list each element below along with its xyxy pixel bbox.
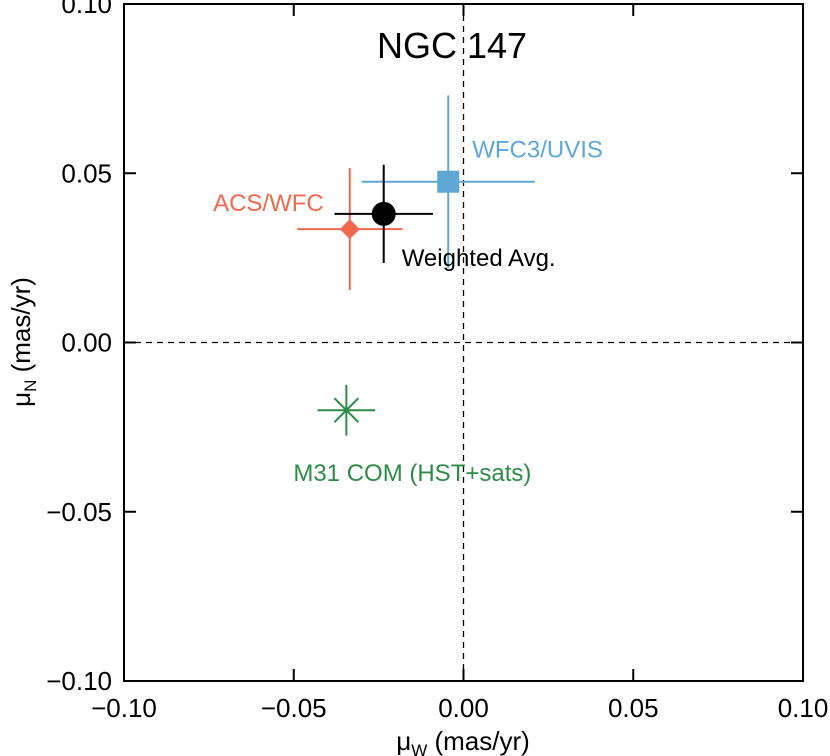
y-axis-label-sub: N — [21, 380, 40, 392]
x-axis-label-base: μ — [396, 726, 411, 756]
x-tick-label: 0.05 — [608, 693, 659, 723]
y-tick-label: 0.10 — [61, 0, 112, 19]
data-point-label: Weighted Avg. — [402, 245, 556, 272]
data-point-label: WFC3/UVIS — [472, 137, 603, 164]
data-point-label: M31 COM (HST+sats) — [293, 460, 531, 487]
y-tick-label: 0.00 — [61, 328, 112, 358]
x-tick-label: −0.10 — [91, 693, 157, 723]
y-axis-label-rest: (mas/yr) — [6, 277, 36, 380]
data-point-label: ACS/WFC — [213, 190, 324, 217]
x-axis-label-sub: W — [411, 741, 427, 756]
x-axis-label: μW (mas/yr) — [396, 726, 530, 756]
data-point: WFC3/UVIS — [361, 95, 603, 269]
y-axis-label-base: μ — [6, 392, 36, 407]
chart-title: NGC 147 — [377, 25, 527, 66]
data-point: M31 COM (HST+sats) — [293, 384, 531, 487]
diamond-marker — [339, 219, 360, 240]
data-point: Weighted Avg. — [334, 164, 556, 272]
y-tick-label: 0.05 — [61, 158, 112, 188]
x-axis-label-rest: (mas/yr) — [427, 726, 530, 756]
square-marker — [437, 170, 460, 193]
y-axis-label: μN (mas/yr) — [6, 277, 40, 407]
zero-lines — [124, 4, 803, 681]
y-tick-label: −0.10 — [46, 666, 112, 696]
y-tick-label: −0.05 — [46, 497, 112, 527]
data-point: ACS/WFC — [213, 168, 403, 291]
axis-ticks: −0.10 −0.05 0.00 0.05 0.10 −0.10 −0.05 0.00 0.05… — [46, 0, 828, 723]
x-tick-label: −0.05 — [261, 693, 327, 723]
data-marks: ACS/WFC WFC3/UVIS Weighted Avg. M31 COM (HS… — [213, 95, 603, 487]
x-tick-label: 0.10 — [778, 693, 829, 723]
asterisk-arm — [333, 397, 360, 423]
x-tick-label: 0.00 — [438, 693, 489, 723]
circle-marker — [371, 201, 396, 226]
